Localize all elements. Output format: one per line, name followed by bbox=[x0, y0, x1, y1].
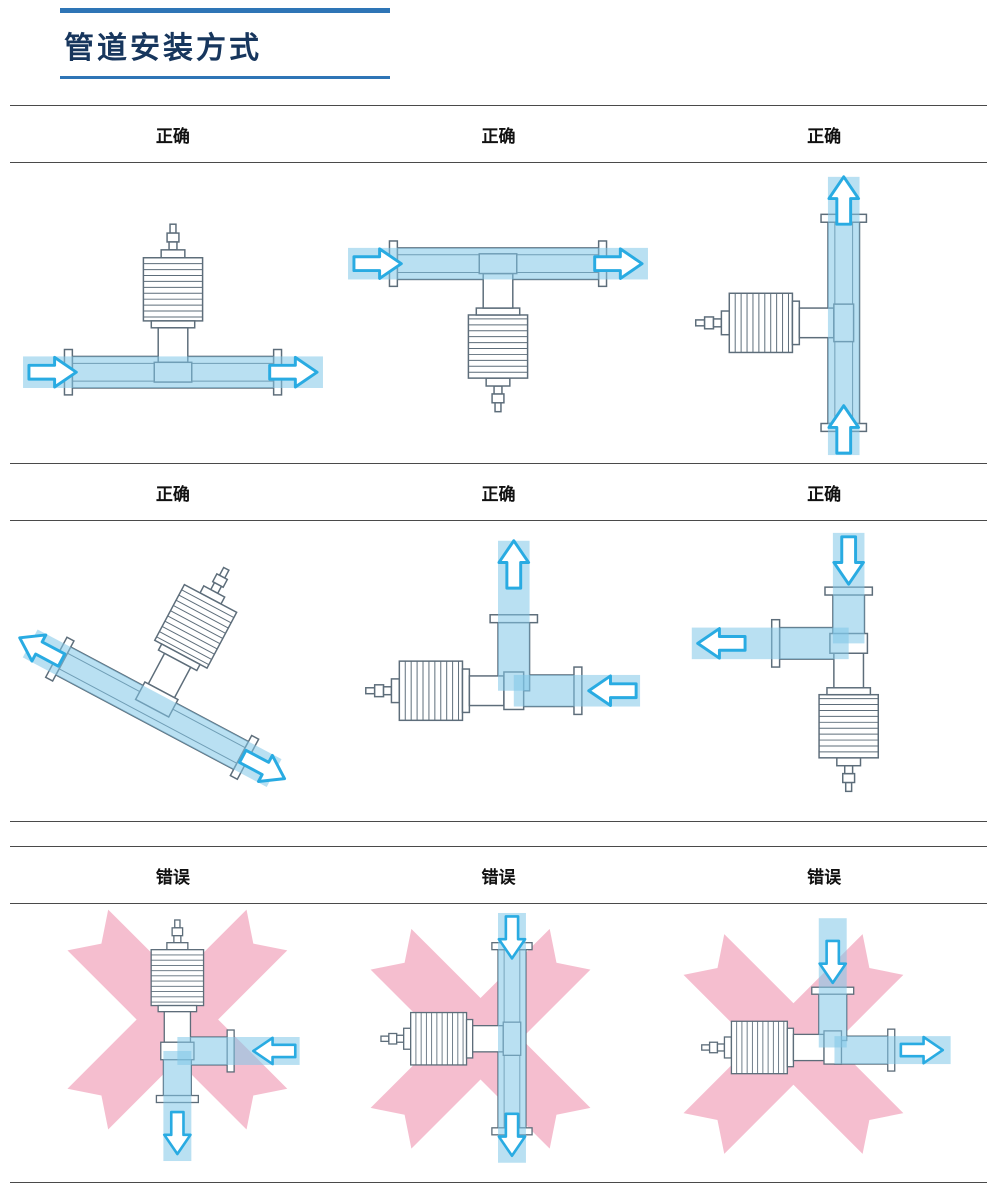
divider bbox=[10, 1182, 987, 1183]
diagram-svg bbox=[371, 912, 591, 1163]
diagram-row-1 bbox=[10, 163, 987, 463]
page-title: 管道安装方式 bbox=[64, 31, 262, 66]
diagram-correct-1 bbox=[10, 163, 336, 463]
bottom-padding bbox=[10, 1170, 987, 1182]
diagram-svg bbox=[22, 223, 323, 396]
diagram-svg bbox=[67, 909, 300, 1162]
divider bbox=[10, 463, 987, 464]
diagram-svg bbox=[683, 918, 951, 1154]
diagram-row-3 bbox=[10, 904, 987, 1170]
title-underline bbox=[60, 76, 390, 79]
divider bbox=[10, 105, 987, 106]
divider bbox=[10, 162, 987, 163]
flow-band bbox=[22, 629, 282, 788]
divider bbox=[10, 903, 987, 904]
diagram-svg bbox=[695, 175, 868, 456]
divider bbox=[10, 821, 987, 822]
diagram-wrong-3 bbox=[661, 904, 987, 1170]
diagram-correct-2 bbox=[336, 163, 662, 463]
header-correct-2: 正确 bbox=[481, 127, 516, 147]
header-correct-6: 正确 bbox=[807, 485, 842, 505]
correct-installation-table: 正确 正确 正确 bbox=[10, 105, 987, 822]
table-gap bbox=[10, 822, 987, 846]
header-wrong-1: 错误 bbox=[155, 868, 190, 888]
header-row-2: 正确 正确 正确 bbox=[10, 464, 987, 520]
diagram-correct-4 bbox=[10, 521, 336, 821]
diagram-correct-6 bbox=[661, 521, 987, 821]
divider bbox=[10, 520, 987, 521]
header-correct-1: 正确 bbox=[155, 127, 190, 147]
header-correct-5: 正确 bbox=[481, 485, 516, 505]
diagram-correct-3 bbox=[661, 163, 987, 463]
diagram-wrong-2 bbox=[336, 904, 662, 1170]
header-row-3: 错误 错误 错误 bbox=[10, 847, 987, 903]
title-block: 管道安装方式 bbox=[60, 8, 390, 79]
diagram-svg bbox=[365, 539, 641, 722]
diagram-svg bbox=[348, 240, 649, 413]
diagram-svg bbox=[12, 554, 293, 794]
header-correct-4: 正确 bbox=[155, 485, 190, 505]
diagram-wrong-1 bbox=[10, 904, 336, 1170]
title-top-bar bbox=[60, 8, 390, 13]
header-row-1: 正确 正确 正确 bbox=[10, 106, 987, 162]
diagram-correct-5 bbox=[336, 521, 662, 821]
diagram-svg bbox=[691, 532, 880, 793]
divider bbox=[10, 846, 987, 847]
diagram-row-2 bbox=[10, 521, 987, 821]
wrong-installation-table: 错误 错误 错误 bbox=[10, 846, 987, 1183]
header-wrong-3: 错误 bbox=[807, 868, 842, 888]
header-correct-3: 正确 bbox=[807, 127, 842, 147]
header-wrong-2: 错误 bbox=[481, 868, 516, 888]
